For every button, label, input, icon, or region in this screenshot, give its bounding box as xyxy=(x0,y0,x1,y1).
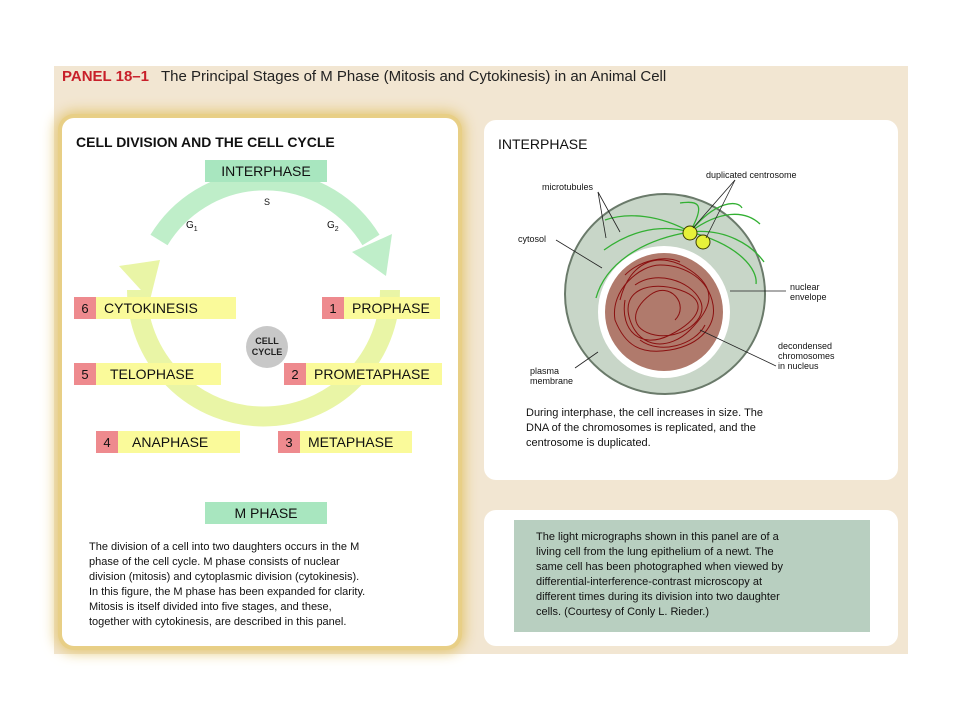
centrosome-icon xyxy=(682,225,711,250)
phase-cytokinesis: 6 CYTOKINESIS xyxy=(74,297,236,319)
description-line: together with cytokinesis, are described… xyxy=(89,616,347,628)
annotation-line: decondensed xyxy=(778,341,833,351)
phase-name: ANAPHASE xyxy=(118,431,240,453)
cell-cycle-description: The division of a cell into two daughter… xyxy=(89,540,365,630)
description-line: Mitosis is itself divided into five stag… xyxy=(89,601,332,613)
phase-number: 6 xyxy=(74,297,96,319)
phase-name: PROMETAPHASE xyxy=(306,363,442,385)
microtubules-annotation: microtubules xyxy=(542,182,594,192)
phase-name: METAPHASE xyxy=(300,431,412,453)
s-label: S xyxy=(261,196,273,208)
plasma-membrane-annotation: plasma membrane xyxy=(530,366,573,386)
note-line: same cell has been photographed when vie… xyxy=(536,561,784,573)
cell-cycle-title: CELL DIVISION AND THE CELL CYCLE xyxy=(76,134,335,150)
phase-name: PROPHASE xyxy=(344,297,440,319)
annotation-line: envelope xyxy=(790,292,827,302)
phase-number: 4 xyxy=(96,431,118,453)
g2-letter: G xyxy=(327,220,335,231)
description-line: The division of a cell into two daughter… xyxy=(89,541,360,553)
panel-title: The Principal Stages of M Phase (Mitosis… xyxy=(161,68,667,85)
description-line: phase of the cell cycle. M phase consist… xyxy=(89,556,340,568)
micrographs-note: The light micrographs shown in this pane… xyxy=(536,530,783,620)
panel-header: PANEL 18–1 The Principal Stages of M Phas… xyxy=(62,68,666,85)
phase-number: 1 xyxy=(322,297,344,319)
phase-anaphase: 4 ANAPHASE xyxy=(96,431,240,453)
phase-prometaphase: 2 PROMETAPHASE xyxy=(284,363,442,385)
chromatin xyxy=(614,258,714,352)
center-line-2: CYCLE xyxy=(251,347,283,357)
phase-number: 3 xyxy=(278,431,300,453)
m-phase-label: M PHASE xyxy=(205,502,327,524)
phase-metaphase: 3 METAPHASE xyxy=(278,431,412,453)
annotation-line: plasma xyxy=(530,366,560,376)
interphase-description: During interphase, the cell increases in… xyxy=(526,406,763,451)
cell-cycle-center: CELL CYCLE xyxy=(246,326,288,368)
panel-label: PANEL 18–1 xyxy=(62,68,149,85)
annotation-lines xyxy=(555,179,786,369)
annotation-line: membrane xyxy=(530,376,574,386)
nuclear-envelope-annotation: nuclear envelope xyxy=(790,282,827,302)
description-line: division (mitosis) and cytoplasmic divis… xyxy=(89,571,360,583)
interphase-label: INTERPHASE xyxy=(205,160,327,182)
g2-label: G2 xyxy=(327,220,339,233)
phase-number: 2 xyxy=(284,363,306,385)
micrographs-note-box xyxy=(514,520,870,632)
phase-number: 5 xyxy=(74,363,96,385)
m-phase-arc xyxy=(127,289,400,427)
note-line: different times during its division into… xyxy=(536,591,780,603)
note-line: differential-interference-contrast micro… xyxy=(536,576,763,588)
description-line: In this figure, the M phase has been exp… xyxy=(89,586,366,598)
interphase-title: INTERPHASE xyxy=(498,136,588,152)
description-line: centrosome is duplicated. xyxy=(526,437,651,449)
g2-subscript: 2 xyxy=(334,226,339,233)
annotation-line: in nucleus xyxy=(778,361,819,371)
duplicated-centrosome-annotation: duplicated centrosome xyxy=(706,170,797,180)
decondensed-chromosomes-annotation: decondensed chromosomes in nucleus xyxy=(778,341,835,371)
note-line: living cell from the lung epithelium of … xyxy=(536,546,774,558)
interphase-arrowhead xyxy=(352,234,392,276)
description-line: During interphase, the cell increases in… xyxy=(526,407,764,419)
g1-letter: G xyxy=(186,220,194,231)
g1-label: G1 xyxy=(186,220,198,233)
phase-name: CYTOKINESIS xyxy=(96,297,236,319)
phase-name: TELOPHASE xyxy=(96,363,221,385)
description-line: DNA of the chromosomes is replicated, an… xyxy=(526,422,756,434)
nucleus xyxy=(605,253,723,371)
annotation-line: nuclear xyxy=(790,282,820,292)
m-phase-arrowhead xyxy=(119,260,160,300)
center-line-1: CELL xyxy=(255,336,279,346)
note-line: The light micrographs shown in this pane… xyxy=(536,531,779,543)
phase-prophase: 1 PROPHASE xyxy=(322,297,440,319)
annotation-line: chromosomes xyxy=(778,351,835,361)
note-line: cells. (Courtesy of Conly L. Rieder.) xyxy=(536,606,710,618)
phase-telophase: 5 TELOPHASE xyxy=(74,363,221,385)
g1-subscript: 1 xyxy=(193,226,198,233)
cytosol-annotation: cytosol xyxy=(518,234,547,244)
